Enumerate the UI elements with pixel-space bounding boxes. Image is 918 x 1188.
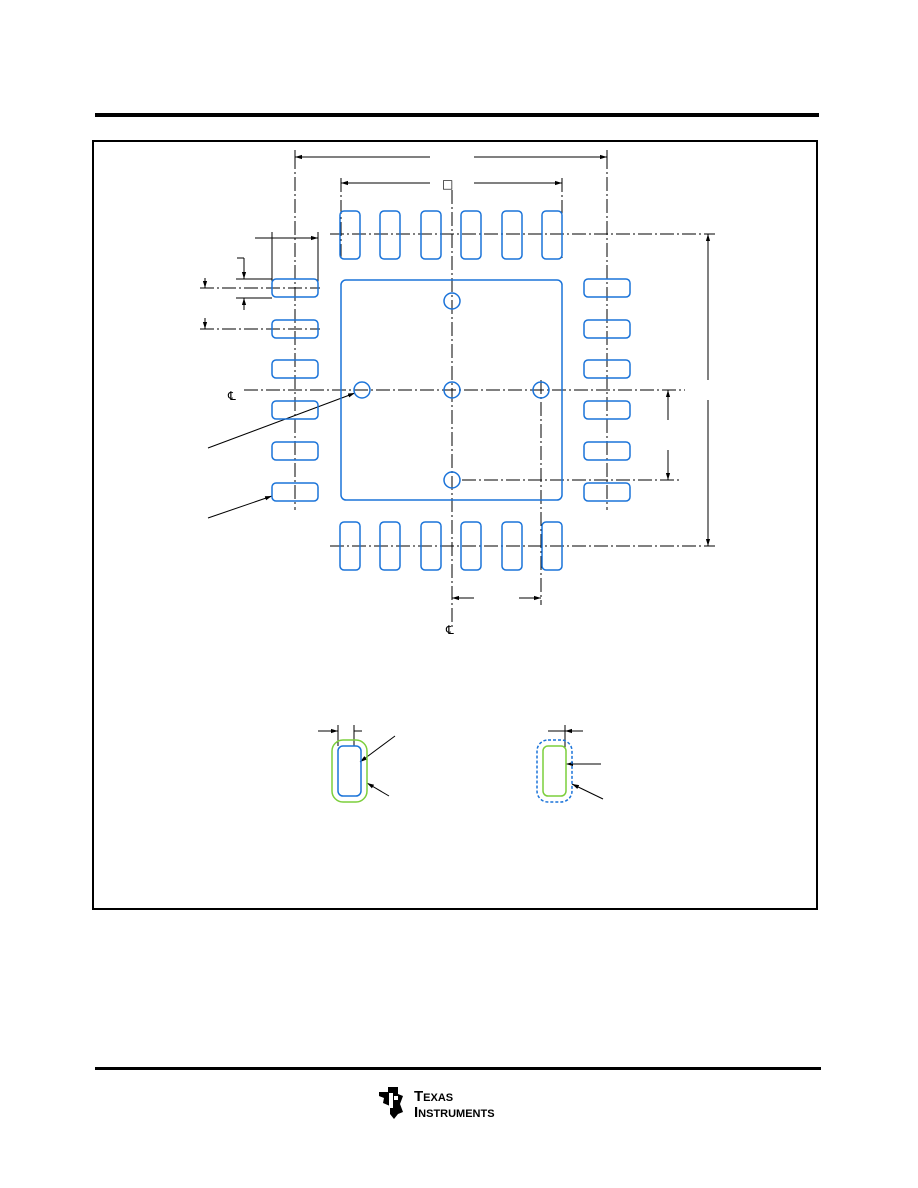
pad-top-4 <box>460 210 482 260</box>
pad-top-1 <box>339 210 361 260</box>
pad-right-5 <box>583 441 631 461</box>
pad-top-2 <box>379 210 401 260</box>
pad-top-6 <box>541 210 563 260</box>
pad-right-4 <box>583 400 631 420</box>
pad-bottom-5 <box>501 521 523 571</box>
bottom-rule <box>95 1067 821 1070</box>
logo-wordmark-line2: Instruments <box>414 1104 495 1120</box>
pad-left-1 <box>271 278 319 298</box>
dimension-lines <box>202 150 711 800</box>
pad-right-2 <box>583 319 631 339</box>
square-symbol: □ <box>442 177 453 191</box>
pad-left-4 <box>271 400 319 420</box>
logo-wordmark-line1: Texas <box>414 1088 453 1105</box>
ti-logo-icon <box>379 1087 403 1119</box>
pad-top-5 <box>501 210 523 260</box>
solder-mask-detail-left <box>331 739 368 803</box>
pad-right-1 <box>583 278 631 298</box>
pad-bottom-6 <box>541 521 563 571</box>
thermal-vias <box>353 292 550 489</box>
ti-logo: Texas Instruments <box>379 1087 495 1120</box>
pad-top-3 <box>420 210 442 260</box>
perimeter-pads <box>271 210 631 571</box>
centerline-symbol-bottom: ℄ <box>445 623 454 637</box>
pad-left-3 <box>271 359 319 379</box>
pad-left-2 <box>271 319 319 339</box>
top-rule <box>95 113 819 117</box>
pad-right-3 <box>583 359 631 379</box>
pad-right-6 <box>583 482 631 502</box>
pad-bottom-2 <box>379 521 401 571</box>
drawing-frame <box>92 140 818 910</box>
center-lines <box>200 155 715 630</box>
centerline-symbol-left: ℄ <box>227 389 236 403</box>
pad-bottom-1 <box>339 521 361 571</box>
solder-mask-detail-right <box>536 739 573 803</box>
pad-left-5 <box>271 441 319 461</box>
pad-bottom-3 <box>420 521 442 571</box>
pad-left-6 <box>271 482 319 502</box>
thermal-pad <box>340 279 563 501</box>
pad-bottom-4 <box>460 521 482 571</box>
